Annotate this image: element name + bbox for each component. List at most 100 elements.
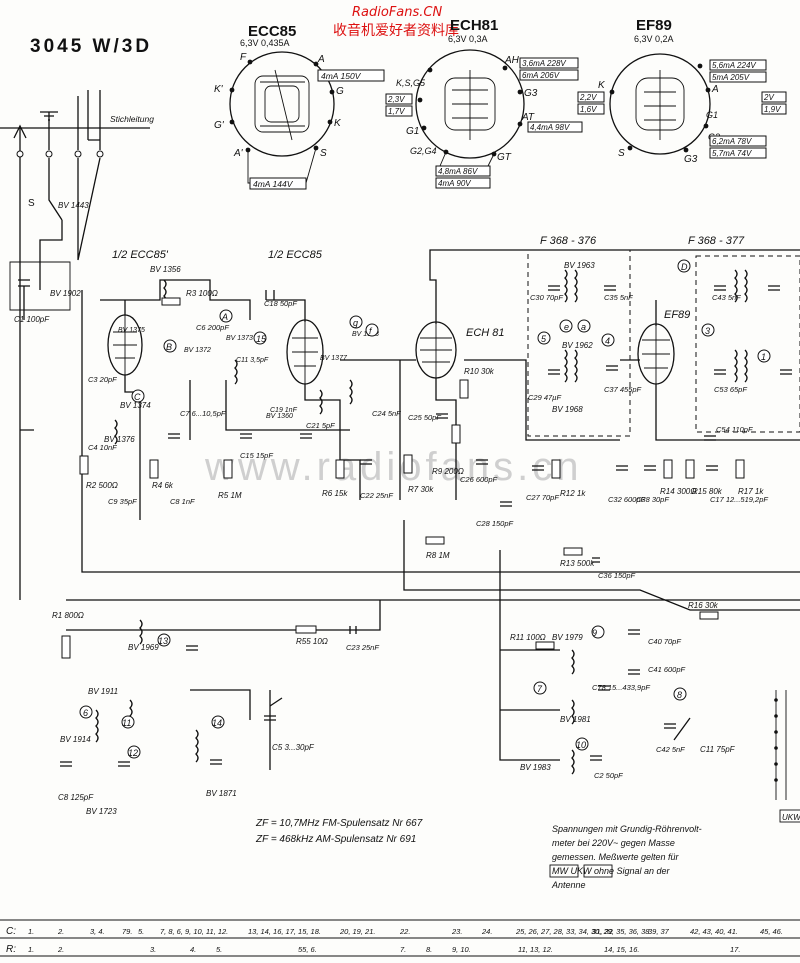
voltage-reading: 2,3V <box>387 95 405 104</box>
tube-spec-ech81: 6,3V 0,3A <box>448 34 488 44</box>
coil-label: BV 1378 <box>352 331 379 338</box>
voltage-reading: 4mA 144V <box>253 179 294 189</box>
voltage-note-line: gemessen. Meßwerte gelten für <box>552 852 680 862</box>
coil-label: BV 1969 <box>128 643 159 652</box>
marker-label: 10 <box>576 740 586 750</box>
marker-label: B <box>166 342 172 352</box>
cap-label: C1 100pF <box>14 315 50 324</box>
pin-label: S <box>618 148 625 159</box>
voltage-note-line: meter bei 220V~ gegen Masse <box>552 838 675 848</box>
cap-label: C41 600pF <box>648 665 686 674</box>
pin-label: A' <box>233 148 244 159</box>
coil-label: BV 1983 <box>520 763 551 772</box>
pin-label: K <box>598 80 606 91</box>
res-label: R10 30k <box>464 367 495 376</box>
cap-label: C23 25nF <box>346 643 379 652</box>
marker-label: C <box>134 392 141 402</box>
cap-label: C54 110pF <box>716 425 753 434</box>
cap-index-item: 3, 4. <box>90 927 105 936</box>
coil-label: BV 1372 <box>184 347 211 354</box>
tube-symbol-ecc85-right <box>286 319 324 385</box>
res-index-item: 1. <box>28 945 34 954</box>
voltage-reading: 2,2V <box>579 93 597 102</box>
cap-label: C25 50pF <box>408 413 441 422</box>
cap-label: C38 30pF <box>636 495 669 504</box>
pin-label: G2,G4 <box>410 146 437 156</box>
tube-name-ef89: EF89 <box>636 17 672 34</box>
cap-label: C3 20pF <box>88 375 117 384</box>
cap-label: C35 5nF <box>604 293 633 302</box>
tube-name-ech81: ECH81 <box>450 17 498 34</box>
res-label: R9 200Ω <box>432 467 464 476</box>
marker-label: A <box>221 312 228 322</box>
cap-label: C4 10nF <box>88 443 117 452</box>
cap-label: C18 50pF <box>264 299 297 308</box>
tube-name-ecc85: ECC85 <box>248 23 296 40</box>
capacitor-labels: C3 20pF C4 10nF C6 200pF C7 6...10,5pF C… <box>58 293 768 802</box>
cap-label: C43 5nF <box>712 293 741 302</box>
voltage-note-line: Spannungen mit Grundig-Röhrenvolt- <box>552 824 702 834</box>
watermark-center: www.radiofans.cn <box>204 445 582 489</box>
res-index-item: 9, 10. <box>452 945 471 954</box>
note-fm: ZF = 10,7MHz FM-Spulensatz Nr 667 <box>255 818 423 829</box>
marker-label: g <box>353 318 358 328</box>
voltage-reading: 4mA 90V <box>438 179 471 188</box>
cap-label: C24 5nF <box>372 409 401 418</box>
res-label: R4 6k <box>152 481 174 490</box>
res-label: R13 500k <box>560 559 595 568</box>
cap-label: C8 125pF <box>58 793 94 802</box>
pin-label: G1 <box>406 126 419 137</box>
tube-spec-ecc85: 6,3V 0,435A <box>240 38 290 48</box>
res-label: R16 30k <box>688 601 719 610</box>
cap-label: C36 150pF <box>598 571 636 580</box>
res-index-item: 7. <box>400 945 406 954</box>
main-wiring <box>66 249 800 770</box>
model-title: 3045 W/3D <box>30 36 152 57</box>
cap-label: C5 3...30pF <box>272 743 315 752</box>
pin-label: G3 <box>524 88 538 99</box>
res-label: R6 15k <box>322 489 348 498</box>
coil-label: BV 1360 <box>266 413 293 420</box>
voltage-reading: 5,7mA 74V <box>712 149 752 158</box>
tube-symbol-ecc85-left <box>107 314 143 376</box>
coil-label: BV 1981 <box>560 715 591 724</box>
res-label: R2 500Ω <box>86 481 118 490</box>
cap-label: C2 50pF <box>594 771 623 780</box>
pin-label: A <box>711 84 719 95</box>
marker-label: 14 <box>212 718 222 728</box>
pin-label: K,S,G5 <box>396 78 426 88</box>
voltage-note-line: MW UKW ohne Signal an der <box>552 866 671 876</box>
if-notes: ZF = 10,7MHz FM-Spulensatz Nr 667 ZF = 4… <box>255 818 423 845</box>
coil-label: BV 1979 <box>552 633 583 642</box>
marker-label: 4 <box>605 336 610 346</box>
coil-label: BV 1374 <box>120 401 151 410</box>
index-r-label: R: <box>6 944 16 955</box>
cap-label: C28 150pF <box>476 519 514 528</box>
marker-label: 7 <box>537 684 543 694</box>
cap-index-item: 79. <box>122 927 132 936</box>
cap-label: C19 1nF <box>270 407 298 414</box>
cap-label: C6 200pF <box>196 323 229 332</box>
coil-label: BV 1914 <box>60 735 91 744</box>
coil-label: BV 1871 <box>206 789 237 798</box>
coil-label: BV 1902 <box>50 289 81 298</box>
res-label: R8 1M <box>426 551 450 560</box>
pin-label: G <box>336 86 344 97</box>
section-label: EF89 <box>664 309 690 321</box>
cap-index-item: 31, 32 <box>592 927 614 936</box>
pin-label: S <box>320 148 327 159</box>
res-label: R15 80k <box>692 487 723 496</box>
cap-label: C26 600pF <box>460 475 498 484</box>
section-label: F 368 - 376 <box>540 235 597 247</box>
coil-labels: BV 1356 BV 1375 BV 1374 BV 1376 BV 1372 … <box>60 261 595 816</box>
cap-index-item: 24. <box>481 927 492 936</box>
cap-index-item: 7, 8, 6, 9, 10, 11, 12. <box>160 927 228 936</box>
marker-label: e <box>564 322 569 332</box>
voltage-note: Spannungen mit Grundig-Röhrenvolt- meter… <box>549 824 702 890</box>
cap-label: C32 600pF <box>608 495 646 504</box>
coil-label: BV 1377 <box>320 355 348 362</box>
tube-base-ech81: ECH81 6,3V 0,3A AH K,S,G5 G3 G1 AT G2,G4… <box>385 17 583 189</box>
section-label: ECH 81 <box>466 327 505 339</box>
res-index-item: 11, 13, 12. <box>518 945 553 954</box>
